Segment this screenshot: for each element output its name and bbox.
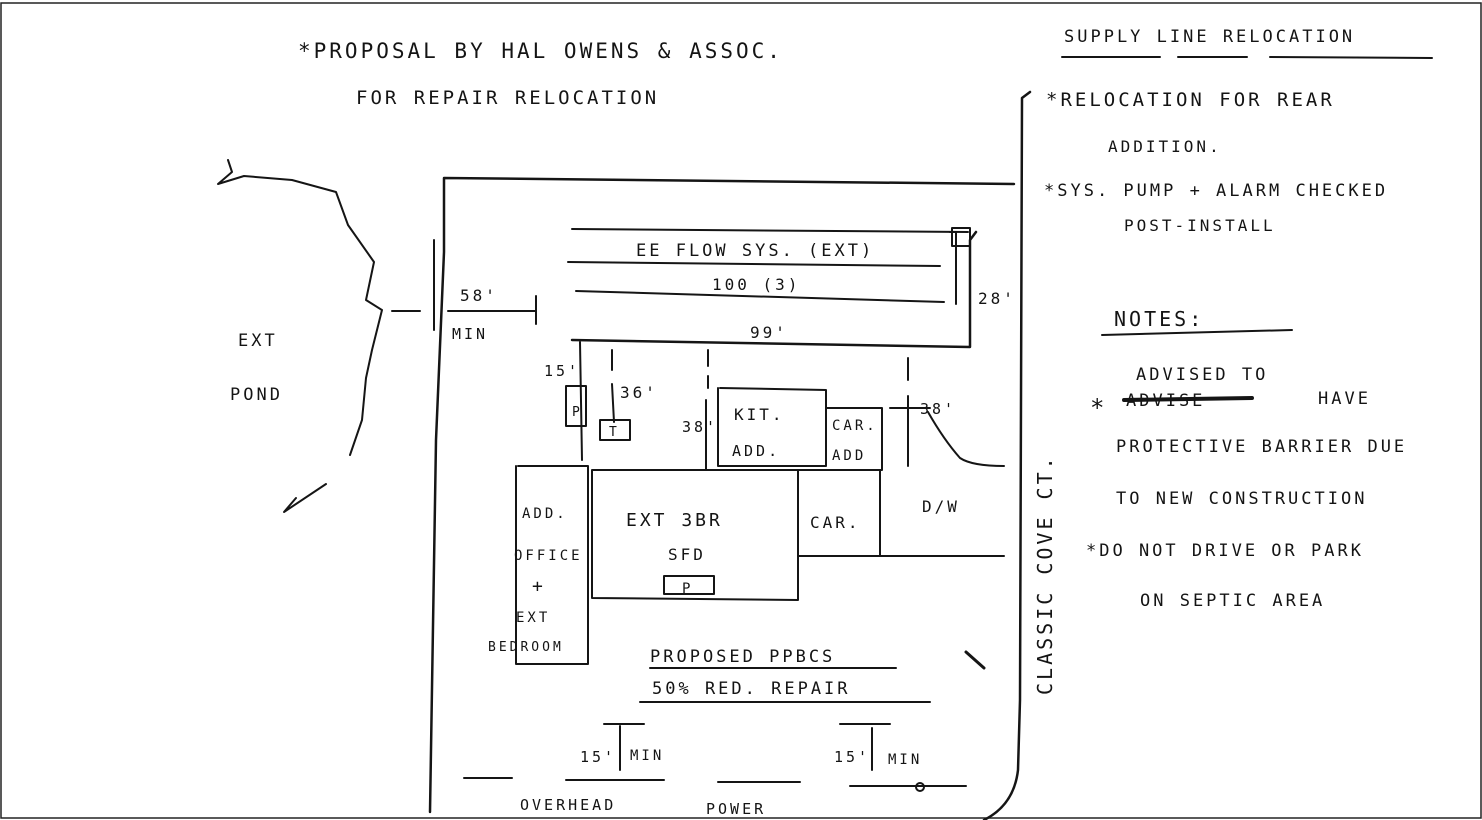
pond-outline [217,159,383,456]
supply-title: Supply Line Relocation [1064,27,1355,47]
lot-boundary [428,176,1016,814]
pond-arrow [283,483,327,513]
min-right: MIN [888,752,922,768]
supply-item-1b: addition. [1108,137,1222,156]
dim-99: 99' [750,323,788,342]
notes-line-4: to new construction [1116,489,1367,509]
pump-label: P [572,405,583,420]
notes-strike-line [1122,396,1254,402]
min-left: MIN [630,748,664,764]
proposed-line-2: 50% RED. REPAIR [652,679,851,699]
drainfield-line-2 [567,261,941,267]
kitchen-label-2: ADD. [732,442,780,460]
pond-label-pond: POND [230,385,283,405]
garage-label: CAR. [810,513,861,532]
office-label-2: OFFICE [514,548,583,564]
tank-label: T [609,425,620,440]
power-label: POWER [706,800,766,818]
drainfield-line-3 [575,290,945,303]
garage-outline [797,469,1005,557]
supply-item-1a: *relocation for rear [1046,89,1335,111]
notes-advised: advised to [1136,365,1268,385]
setback-58-line [391,295,537,325]
office-label-1: ADD. [522,506,568,522]
dim-58: 58' [460,286,498,305]
dim-28: 28' [978,289,1016,308]
lines-100-label: 100 (3) [712,275,800,294]
notes-bullet-1: * [1090,394,1104,422]
dim-38-left: 38' [682,418,718,436]
supply-item-2b: post-install [1124,216,1276,235]
notes-have: have [1318,389,1371,409]
setback-15-right-line [839,723,891,771]
dim-58-min: MIN [452,325,488,343]
dim-15-right: 15' [834,748,870,766]
dim-15-top: 15' [544,362,580,380]
pump-box [565,385,587,427]
dim-15-left: 15' [580,748,616,766]
proposal-line-1: *Proposal by Hal Owens & Assoc. [298,39,783,63]
notes-line-5: *Do not drive or park [1086,541,1364,561]
house-label-1: EXT 3BR [626,510,723,531]
notes-line-6: on septic area [1140,591,1325,611]
notes-title: Notes: [1114,307,1204,331]
pond-label-ext: EXT [238,331,278,351]
street-label: CLASSIC COVE CT. [1033,454,1057,695]
office-label-5: BEDROOM [488,640,564,655]
drainfield-line-1 [571,228,969,233]
house-outline [591,469,799,601]
driveway-curve [927,411,1005,467]
house-label-2: SFD [668,545,706,564]
power-pole [915,782,925,792]
proposed-line-1: PROPOSED PPBCS [650,647,835,667]
drainfield-riser [949,227,971,305]
office-label-4: EXT [516,610,550,626]
drainfield-line-4 [570,230,978,349]
street-edge-line [982,90,1032,820]
notes-underline [1101,329,1293,336]
dim-36: 36' [620,383,658,402]
kitchen-addition-outline [705,387,827,471]
porch-label: P [682,581,693,597]
kitchen-label-1: KIT. [734,405,785,424]
ee-flow-label: EE FLOW SYS. (EXT) [636,241,874,261]
garage-add-label-2: ADD [832,448,866,464]
setback-15-left-line [603,723,645,771]
tank-box [599,419,631,441]
office-addition-outline [515,465,589,665]
office-label-3: + [532,576,546,597]
proposal-line-2: for repair relocation [356,87,659,109]
overhead-label: OVERHEAD [520,796,616,814]
supply-title-underline [1061,56,1433,59]
garage-add-label-1: CAR. [832,418,878,434]
driveway-label: D/W [922,497,960,516]
overhead-power-line [463,777,967,787]
porch-box [663,575,715,595]
setback-ticks [579,341,909,467]
supply-item-2a: *sys. pump + alarm checked [1044,181,1388,201]
smudge-mark [964,650,986,670]
notes-line-3: protective barrier due [1116,437,1407,457]
